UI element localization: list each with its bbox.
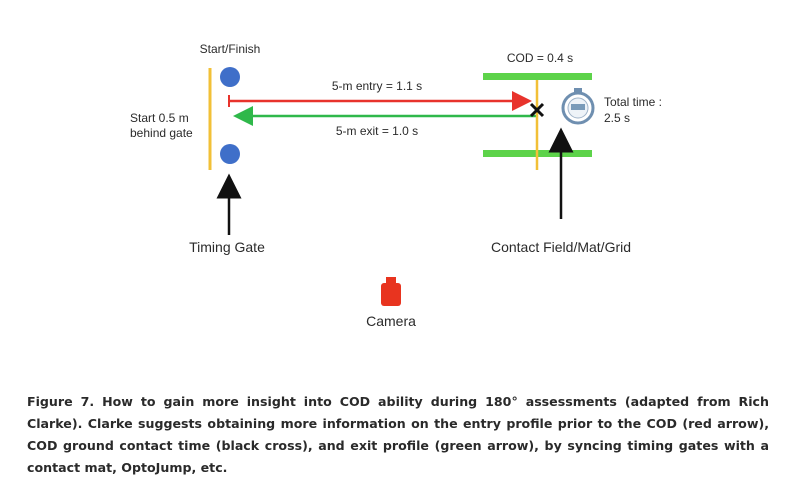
mat-bar-top: [483, 73, 592, 80]
cod-diagram: Start/Finish Start 0.5 m behind gate 5-m…: [130, 42, 662, 329]
ground-contact-cross: [529, 102, 545, 118]
gate-marker-top: [220, 67, 240, 87]
total-time-label-line2: 2.5 s: [604, 111, 630, 125]
start-finish-label: Start/Finish: [200, 42, 261, 56]
timing-gate-label: Timing Gate: [189, 239, 265, 255]
stopwatch-icon: [561, 88, 595, 125]
contact-field-label: Contact Field/Mat/Grid: [491, 239, 631, 255]
camera-icon: [381, 277, 401, 306]
start-offset-label-line1: Start 0.5 m: [130, 111, 189, 125]
exit-label: 5-m exit = 1.0 s: [336, 124, 418, 138]
gate-marker-bottom: [220, 144, 240, 164]
camera-label: Camera: [366, 313, 416, 329]
start-offset-label-line2: behind gate: [130, 126, 193, 140]
total-time-label-line1: Total time :: [604, 95, 662, 109]
entry-label: 5-m entry = 1.1 s: [332, 79, 422, 93]
figure-caption: Figure 7. How to gain more insight into …: [27, 394, 769, 475]
cod-label: COD = 0.4 s: [507, 51, 573, 65]
